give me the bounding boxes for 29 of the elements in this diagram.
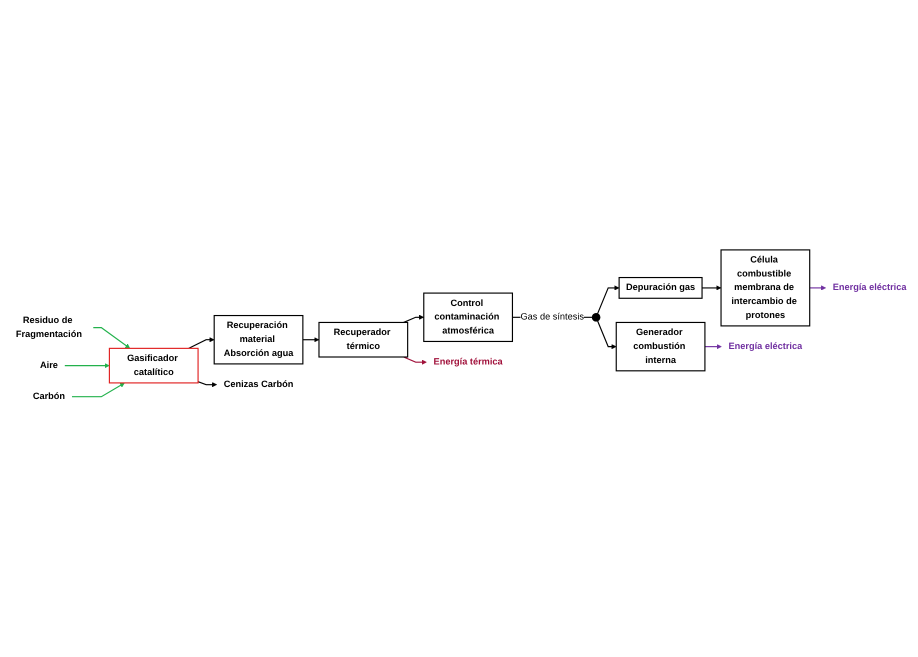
node-text: Residuo de Fragmentación <box>16 316 82 340</box>
node-box: Gasificador catalítico <box>108 348 199 384</box>
arrow <box>64 363 110 368</box>
arrow <box>810 285 826 290</box>
arrow <box>403 356 427 365</box>
node-box: Generador combustión interna <box>616 322 706 372</box>
node-text: Energía eléctrica <box>728 341 802 352</box>
node-text: Carbón <box>32 392 66 402</box>
node-text: Cenizas Carbón <box>224 379 294 390</box>
arrow <box>188 337 214 349</box>
node-circle <box>592 312 600 322</box>
node-box: Control contaminación atmosférica <box>423 292 514 342</box>
node-box: Recuperación material Absorción agua <box>214 314 304 364</box>
arrow <box>702 285 722 290</box>
arrow <box>302 337 320 342</box>
arrow <box>72 382 125 398</box>
edge-label: Gas de síntesis <box>520 312 584 322</box>
node-box: Célula combustible membrana de intercambio de protones <box>720 249 810 326</box>
node-text: Energía eléctrica <box>832 282 906 293</box>
arrow <box>198 381 218 388</box>
arrow <box>597 285 620 314</box>
arrow <box>403 314 424 323</box>
node-box: Recuperador térmico <box>318 322 408 358</box>
arrow <box>597 320 616 350</box>
node-text: Aire <box>40 360 58 370</box>
node-text: Energía térmica <box>434 357 503 367</box>
node-box: Depuración gas <box>618 276 703 299</box>
arrow <box>704 344 722 350</box>
arrow <box>93 327 130 349</box>
